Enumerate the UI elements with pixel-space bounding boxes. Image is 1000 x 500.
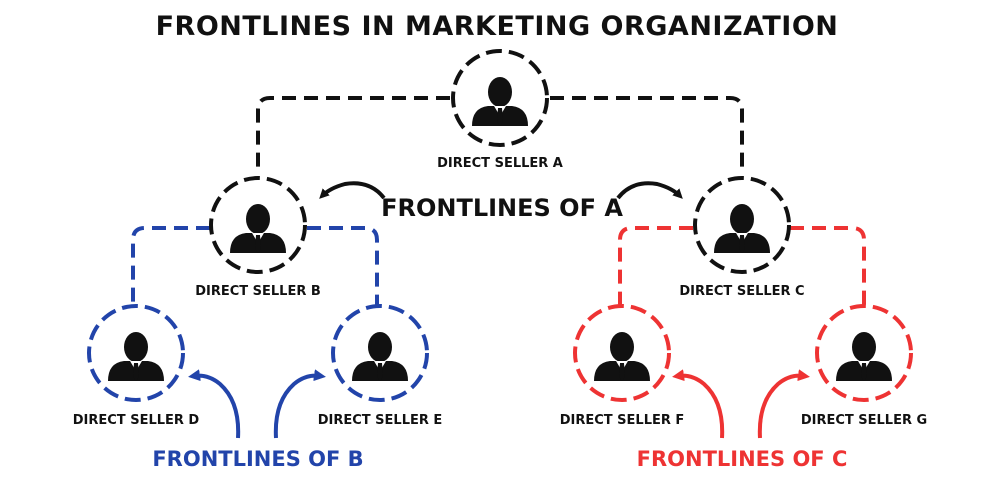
connector-a-b (256, 96, 450, 172)
frontlines-c-arrow-to-f-icon (672, 369, 725, 439)
node-direct-seller-d: DIRECT SELLER D (73, 304, 200, 428)
connector-c-f (618, 226, 693, 306)
node-label: DIRECT SELLER G (801, 413, 927, 428)
frontlines-c-arrow-to-g-icon (757, 369, 810, 439)
diagram-title: FRONTLINES IN MARKETING ORGANIZATION (156, 11, 839, 42)
node-direct-seller-b: DIRECT SELLER B (195, 176, 321, 299)
connector-c-g (790, 226, 866, 306)
node-label: DIRECT SELLER D (73, 413, 200, 428)
frontlines-a-label: FRONTLINES OF A (381, 194, 623, 222)
node-label: DIRECT SELLER C (679, 284, 804, 299)
frontlines-a-arrow-right-icon (616, 181, 683, 200)
node-label: DIRECT SELLER A (437, 156, 563, 171)
frontlines-a-arrow-left-icon (319, 181, 386, 200)
node-label: DIRECT SELLER B (195, 284, 321, 299)
frontlines-b-arrow-to-e-icon (273, 369, 326, 439)
node-direct-seller-f: DIRECT SELLER F (560, 304, 685, 428)
node-label: DIRECT SELLER E (318, 413, 443, 428)
node-direct-seller-a: DIRECT SELLER A (437, 49, 563, 171)
connector-b-d (131, 226, 210, 306)
frontlines-c-label: FRONTLINES OF C (637, 447, 848, 471)
frontlines-b-label: FRONTLINES OF B (152, 447, 363, 471)
node-direct-seller-g: DIRECT SELLER G (801, 304, 927, 428)
connector-a-c (550, 96, 744, 172)
node-label: DIRECT SELLER F (560, 413, 685, 428)
frontlines-b-arrow-to-d-icon (188, 369, 241, 439)
node-direct-seller-e: DIRECT SELLER E (318, 304, 443, 428)
connector-b-e (307, 226, 379, 306)
node-direct-seller-c: DIRECT SELLER C (679, 176, 805, 299)
